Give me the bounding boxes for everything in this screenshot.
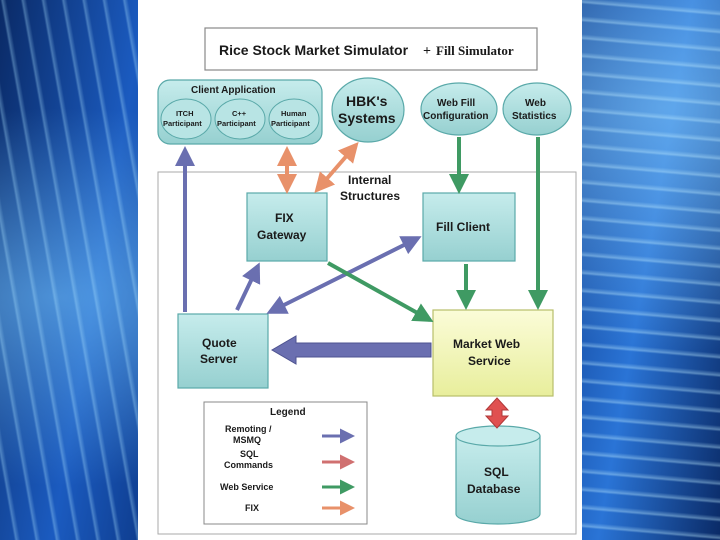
- participant-cpp: [214, 98, 266, 140]
- title-main: Rice Stock Market Simulator: [219, 42, 409, 58]
- participant-human-line2: Participant: [271, 119, 310, 128]
- market-web-service-line1: Market Web: [453, 337, 520, 351]
- fix-gateway: FIX Gateway: [246, 192, 328, 262]
- web-fill-line2: Configuration: [423, 111, 489, 122]
- arrow-quote-fillclient: [266, 236, 422, 314]
- market-web-service: Market Web Service: [432, 309, 554, 397]
- arrow-fix-market: [327, 261, 434, 322]
- participant-itch: [160, 98, 212, 140]
- legend-sql-line1: SQL: [240, 449, 259, 459]
- arrow-fix-hbk: [314, 141, 359, 194]
- sql-db-line2: Database: [467, 482, 521, 496]
- internal-label-1: Internal: [348, 173, 391, 187]
- sql-database: SQL Database: [455, 425, 541, 525]
- fill-client: Fill Client: [422, 192, 516, 262]
- participant-cpp-line1: C++: [232, 109, 247, 118]
- participant-human-line1: Human: [281, 109, 307, 118]
- quote-server-line1: Quote: [202, 336, 237, 350]
- client-application: Client Application ITCH Participant C++ …: [157, 79, 323, 145]
- legend-title: Legend: [270, 407, 306, 418]
- decorative-left-stripes: [0, 0, 140, 540]
- participant-cpp-line2: Participant: [217, 119, 256, 128]
- web-fill-line1: Web Fill: [437, 98, 475, 109]
- arrow-market-to-quote: [271, 335, 432, 365]
- market-web-service-line2: Service: [468, 354, 511, 368]
- participant-itch-line1: ITCH: [176, 109, 194, 118]
- hbk-line1: HBK's: [346, 93, 388, 109]
- internal-label-2: Structures: [340, 189, 400, 203]
- web-stats-line1: Web: [525, 98, 546, 109]
- quote-server-line2: Server: [200, 352, 238, 366]
- arrow-quote-to-fix: [235, 262, 261, 311]
- legend-fix-label: FIX: [245, 503, 259, 513]
- hbk-systems: HBK's Systems: [331, 77, 405, 143]
- web-fill-configuration: Web Fill Configuration: [420, 82, 498, 136]
- arrow-market-sql: [484, 397, 510, 429]
- title-plus: +: [423, 44, 431, 59]
- legend-remoting-line1: Remoting /: [225, 424, 272, 434]
- title-fill: Fill Simulator: [436, 43, 514, 58]
- title-box: Rice Stock Market Simulator + Fill Simul…: [204, 27, 538, 71]
- hbk-line2: Systems: [338, 110, 396, 126]
- participant-human: [268, 98, 320, 140]
- legend-webservice-label: Web Service: [220, 482, 273, 492]
- decorative-right-stripes: [582, 0, 720, 540]
- participant-itch-line2: Participant: [163, 119, 202, 128]
- fix-gateway-line1: FIX: [275, 211, 294, 225]
- web-stats-line2: Statistics: [512, 111, 557, 122]
- quote-server: Quote Server: [177, 313, 269, 389]
- sql-db-line1: SQL: [484, 465, 509, 479]
- legend-remoting-line2: MSMQ: [233, 435, 261, 445]
- web-statistics: Web Statistics: [502, 82, 572, 136]
- fix-gateway-line2: Gateway: [257, 228, 307, 242]
- legend: Legend Remoting / MSMQ SQL Commands Web …: [203, 401, 368, 525]
- fill-client-label: Fill Client: [436, 220, 490, 234]
- client-application-title: Client Application: [191, 85, 276, 96]
- legend-sql-line2: Commands: [224, 460, 273, 470]
